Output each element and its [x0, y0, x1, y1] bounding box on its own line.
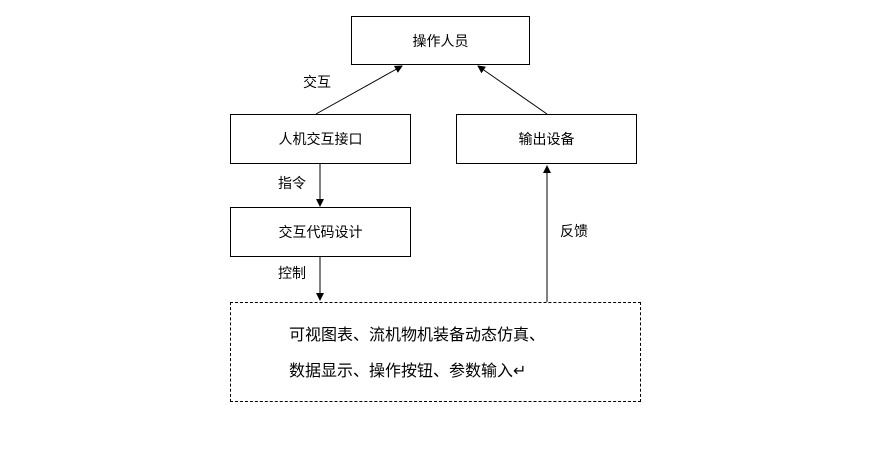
arrow-output-to-operator	[477, 65, 548, 115]
display-box-line-1: 可视图表、流机物机装备动态仿真、	[289, 325, 546, 344]
edge-label-feedback: 反馈	[560, 224, 588, 240]
edge-label-interact: 交互	[303, 75, 331, 91]
edge-label-control: 控制	[278, 266, 306, 282]
node-code-design: 交互代码设计	[230, 207, 411, 257]
display-box-line-2: 数据显示、操作按钮、参数输入↵	[289, 361, 527, 380]
node-operator: 操作人员	[351, 16, 530, 65]
edge-label-command: 指令	[278, 176, 306, 192]
display-box: 可视图表、流机物机装备动态仿真、 数据显示、操作按钮、参数输入↵	[230, 302, 641, 402]
node-output-device: 输出设备	[456, 114, 637, 164]
arrow-hmi-to-operator	[315, 65, 403, 115]
node-hmi: 人机交互接口	[230, 114, 411, 164]
